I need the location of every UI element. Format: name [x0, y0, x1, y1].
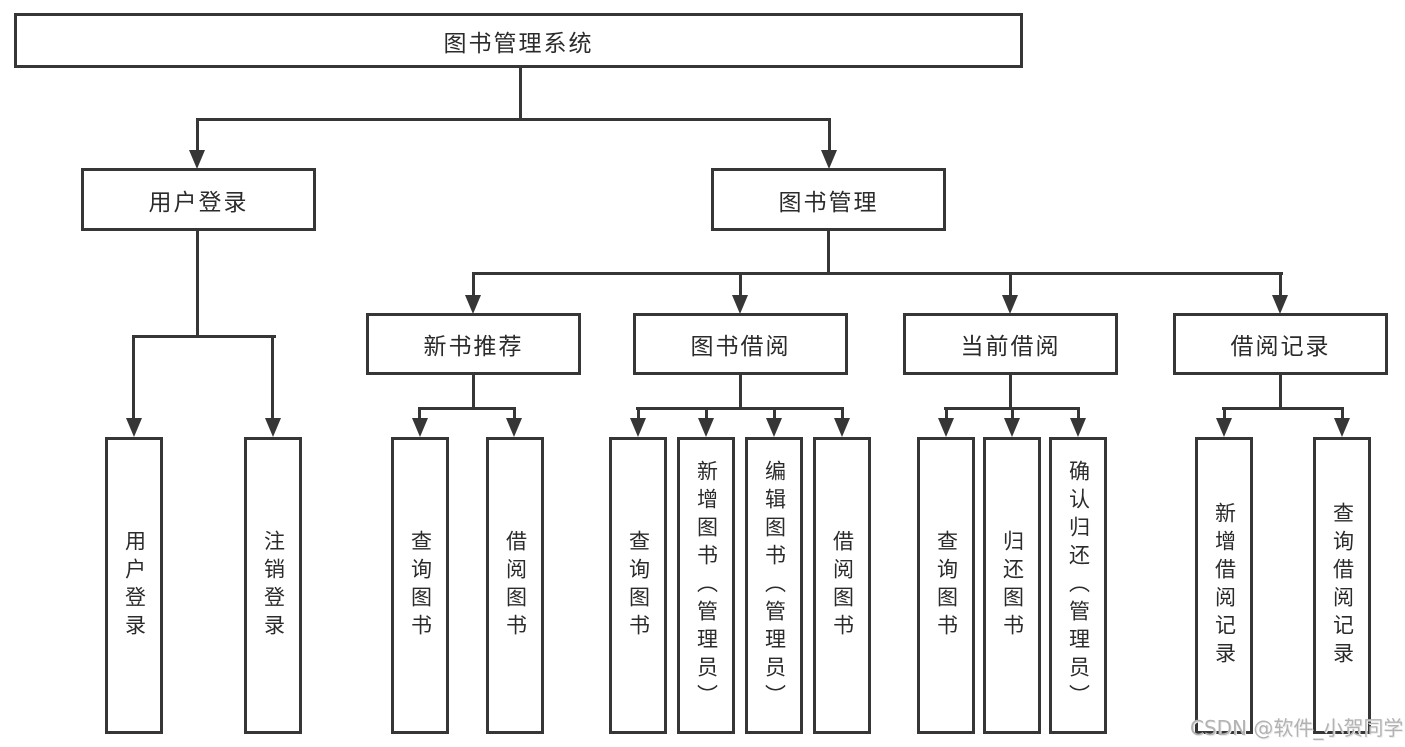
leaf-label: 新增借阅记录	[1212, 501, 1237, 670]
connector-line	[1011, 407, 1014, 420]
leaf-logout: 注销登录	[244, 437, 302, 734]
leaf-label: 确认归还（管理员）	[1066, 459, 1091, 712]
leaf-return-book: 归还图书	[983, 437, 1041, 734]
leaf-confirm-return-admin: 确认归还（管理员）	[1049, 437, 1107, 734]
leaf-query-borrow-record: 查询借阅记录	[1313, 437, 1371, 734]
leaf-query-books-current: 查询图书	[917, 437, 975, 734]
arrow-down-icon	[766, 418, 782, 437]
connector-line	[1077, 407, 1080, 420]
arrow-down-icon	[1070, 418, 1086, 437]
node-book-management: 图书管理	[711, 168, 946, 231]
leaf-label: 新增图书（管理员）	[694, 459, 719, 712]
arrow-down-icon	[1272, 295, 1288, 314]
arrow-down-icon	[1002, 295, 1018, 314]
leaf-label: 归还图书	[1000, 529, 1025, 642]
node-book-borrow: 图书借阅	[633, 313, 848, 375]
arrow-down-icon	[1004, 418, 1020, 437]
node-label: 用户登录	[148, 189, 249, 216]
connector-line	[827, 229, 830, 274]
connector-line	[705, 407, 708, 420]
arrow-down-icon	[821, 150, 837, 169]
node-current-borrow: 当前借阅	[903, 313, 1118, 375]
connector-line	[472, 272, 1283, 275]
connector-line	[636, 407, 844, 410]
connector-line	[945, 407, 948, 420]
leaf-label: 借阅图书	[830, 529, 855, 642]
leaf-label: 用户登录	[122, 529, 147, 642]
connector-line	[132, 335, 135, 420]
leaf-edit-book-admin: 编辑图书（管理员）	[745, 437, 803, 734]
leaf-label: 查询借阅记录	[1330, 501, 1355, 670]
leaf-label: 借阅图书	[503, 529, 528, 642]
node-label: 图书管理	[778, 189, 879, 216]
leaf-label: 查询图书	[408, 529, 433, 642]
arrow-down-icon	[1216, 418, 1232, 437]
node-new-book-recommend: 新书推荐	[366, 313, 581, 375]
arrow-down-icon	[126, 418, 142, 437]
leaf-borrow-books: 借阅图书	[813, 437, 871, 734]
leaf-query-books-recommend: 查询图书	[391, 437, 449, 734]
leaf-query-books-borrow: 查询图书	[609, 437, 667, 734]
connector-line	[1279, 272, 1282, 298]
connector-line	[828, 118, 831, 152]
arrow-down-icon	[412, 418, 428, 437]
leaf-label: 查询图书	[934, 529, 959, 642]
connector-line	[1341, 407, 1344, 420]
connector-line	[1223, 407, 1226, 420]
leaf-label: 注销登录	[261, 529, 286, 642]
leaf-add-book-admin: 新增图书（管理员）	[677, 437, 735, 734]
connector-line	[1009, 272, 1012, 298]
connector-line	[418, 407, 516, 410]
leaf-label: 编辑图书（管理员）	[762, 459, 787, 712]
connector-line	[196, 229, 199, 337]
connector-line	[739, 272, 742, 298]
connector-line	[739, 373, 742, 409]
arrow-down-icon	[834, 418, 850, 437]
connector-line	[773, 407, 776, 420]
connector-line	[472, 373, 475, 409]
connector-line	[132, 335, 276, 338]
node-borrow-records: 借阅记录	[1173, 313, 1388, 375]
node-label: 新书推荐	[423, 334, 524, 360]
leaf-borrow-books-recommend: 借阅图书	[486, 437, 544, 734]
connector-line	[271, 335, 274, 420]
node-user-login: 用户登录	[81, 168, 316, 231]
watermark: CSDN @软件_小贺同学	[1190, 716, 1404, 740]
arrow-down-icon	[698, 418, 714, 437]
leaf-user-login: 用户登录	[105, 437, 163, 734]
node-label: 借阅记录	[1230, 334, 1331, 360]
connector-line	[1279, 373, 1282, 409]
node-root: 图书管理系统	[14, 13, 1023, 68]
connector-line	[1009, 373, 1012, 409]
connector-line	[1222, 407, 1344, 410]
connector-line	[418, 407, 421, 420]
arrow-down-icon	[506, 418, 522, 437]
connector-line	[196, 118, 199, 152]
connector-line	[513, 407, 516, 420]
leaf-label: 查询图书	[626, 529, 651, 642]
arrow-down-icon	[189, 150, 205, 169]
connector-line	[637, 407, 640, 420]
arrow-down-icon	[465, 295, 481, 314]
node-label: 图书管理系统	[443, 30, 594, 57]
arrow-down-icon	[265, 418, 281, 437]
connector-line	[841, 407, 844, 420]
leaf-add-borrow-record: 新增借阅记录	[1195, 437, 1253, 734]
arrow-down-icon	[1334, 418, 1350, 437]
connector-line	[472, 272, 475, 298]
connector-line	[196, 118, 831, 121]
node-label: 当前借阅	[960, 334, 1061, 360]
arrow-down-icon	[630, 418, 646, 437]
arrow-down-icon	[732, 295, 748, 314]
node-label: 图书借阅	[690, 334, 791, 360]
arrow-down-icon	[938, 418, 954, 437]
connector-line	[519, 66, 522, 120]
